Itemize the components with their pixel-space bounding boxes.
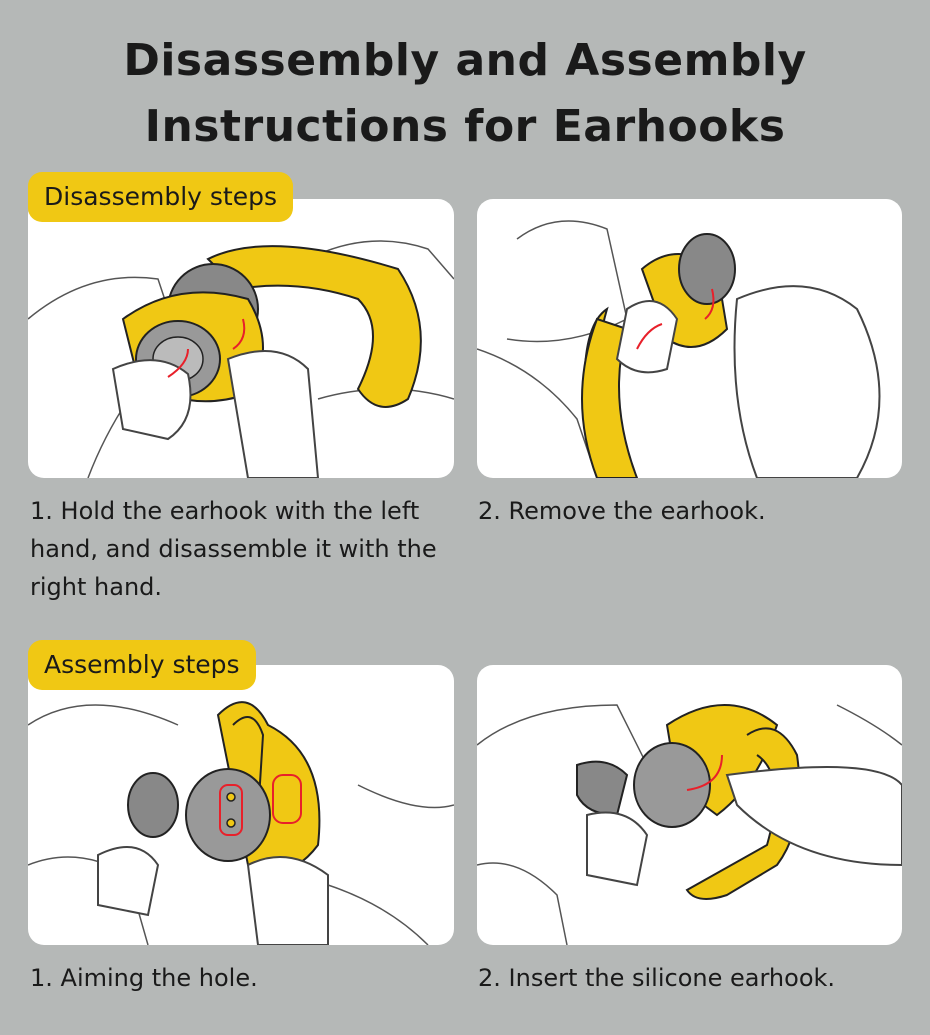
disassembly-step2-illustration [477,199,902,478]
assembly-step2-illustration [477,665,902,945]
assembly-step1-illustration [28,665,454,945]
disassembly-step2-caption: 2. Remove the earhook. [478,497,766,525]
title-line-2: Instructions for Earhooks [144,101,786,152]
assembly-steps-badge: Assembly steps [28,640,256,690]
assembly-step2-caption: 2. Insert the silicone earhook. [478,964,836,992]
page-title: Disassembly and Assembly Instructions fo… [0,28,930,160]
assembly-step1-caption: 1. Aiming the hole. [30,964,258,992]
title-line-1: Disassembly and Assembly [123,35,807,86]
disassembly-step1-illustration [28,199,454,478]
disassembly-steps-badge: Disassembly steps [28,172,293,222]
disassembly-step1-caption: 1. Hold the earhook with the left hand, … [30,497,437,601]
